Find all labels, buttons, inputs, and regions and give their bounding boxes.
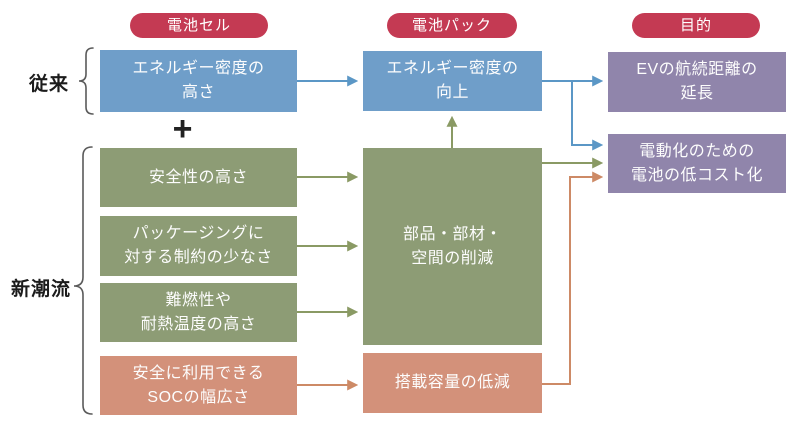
- box-pack-parts-reduction: 部品・部材・ 空間の削減: [363, 148, 542, 345]
- box-cell-soc-range: 安全に利用できる SOCの幅広さ: [100, 356, 297, 415]
- box-cell-flame-resistance: 難燃性や 耐熱温度の高さ: [100, 283, 297, 342]
- box-pack-capacity-reduction: 搭載容量の低減: [363, 353, 542, 413]
- box-purpose-cost-reduction: 電動化のための 電池の低コスト化: [608, 134, 786, 193]
- header-battery-pack: 電池パック: [387, 13, 517, 38]
- label-new-trend: 新潮流: [10, 279, 71, 300]
- header-purpose: 目的: [632, 13, 760, 38]
- box-cell-packaging: パッケージングに 対する制約の少なさ: [100, 216, 297, 276]
- box-cell-energy-density: エネルギー密度の 高さ: [100, 50, 297, 112]
- arrow-pack-energy-to-cost: [571, 81, 604, 151]
- box-purpose-ev-range: EVの航続距離の 延長: [608, 52, 786, 112]
- label-conventional: 従来: [28, 74, 69, 95]
- brace-new-trend: [73, 146, 93, 415]
- brace-conventional: [78, 47, 94, 115]
- arrow-capacity-to-cost: [542, 171, 604, 385]
- plus-sign: +: [172, 110, 193, 148]
- box-pack-energy-up: エネルギー密度の 向上: [363, 51, 542, 111]
- box-cell-safety: 安全性の高さ: [100, 148, 297, 207]
- header-battery-cell: 電池セル: [130, 13, 268, 38]
